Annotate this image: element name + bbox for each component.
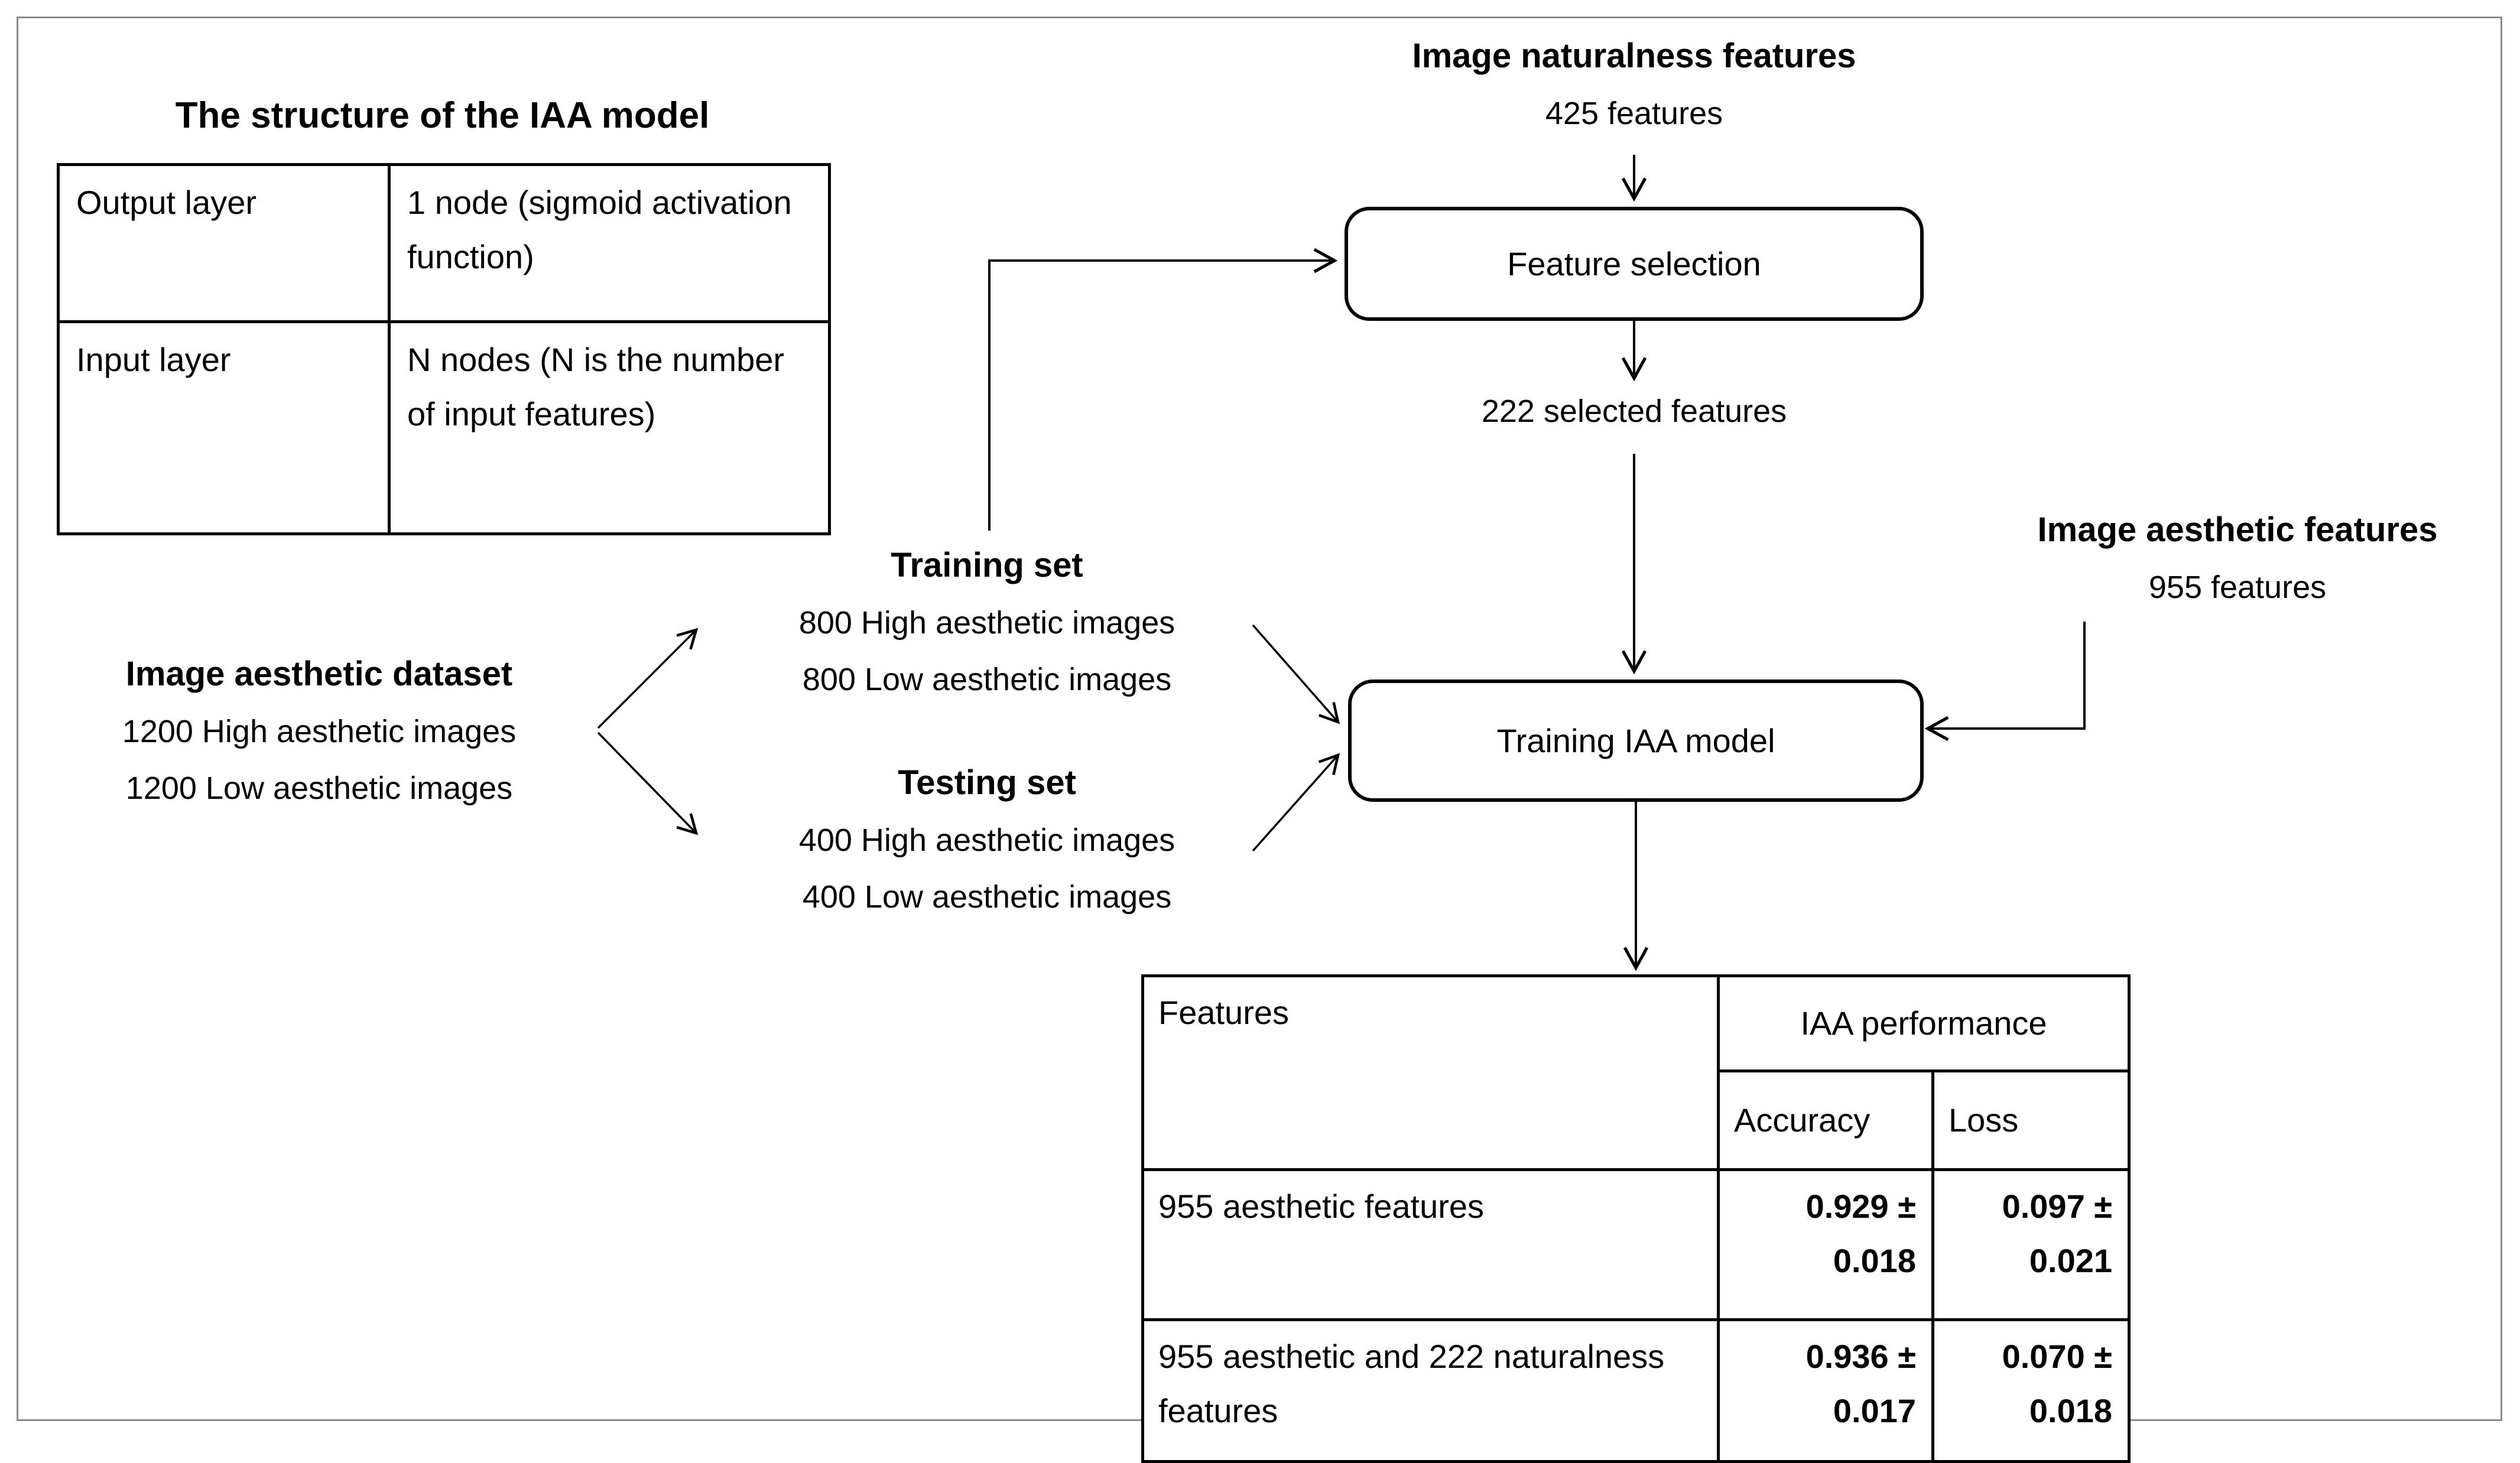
training-set-title: Training set [891,546,1083,584]
aesthetic-features-title: Image aesthetic features [2037,511,2438,549]
selected-features-label: 222 selected features [1481,394,1787,429]
testing-set-high: 400 High aesthetic images [798,822,1175,858]
training-set-high: 800 High aesthetic images [798,605,1175,641]
selected-features-block: 222 selected features [1309,383,1959,440]
aesthetic-dataset-block: Image aesthetic dataset 1200 High aesthe… [24,645,615,817]
results-row2-accuracy: 0.936 ± 0.017 [1717,1318,1934,1463]
testing-set-title: Testing set [898,763,1076,802]
training-set-block: Training set 800 High aesthetic images 8… [697,537,1277,708]
feature-selection-label: Feature selection [1507,245,1761,282]
table-row: Features IAA performance [1141,974,2131,1171]
results-header-accuracy: Accuracy [1717,1069,1934,1171]
results-row2-loss: 0.070 ± 0.018 [1931,1318,2131,1463]
testing-set-low: 400 Low aesthetic images [802,879,1172,915]
results-header-loss: Loss [1931,1069,2131,1171]
results-row1-features: 955 aesthetic features [1141,1168,1720,1321]
table-row: Input layer N nodes (N is the number of … [57,320,831,535]
aesthetic-dataset-high: 1200 High aesthetic images [122,714,517,749]
naturalness-features-block: Image naturalness features 425 features [1280,27,1989,142]
aesthetic-features-block: Image aesthetic features 955 features [1942,501,2520,616]
structure-output-layer-label: Output layer [57,163,391,323]
training-iaa-model-label: Training IAA model [1496,722,1775,759]
results-header-performance: IAA performance [1716,974,2131,1073]
structure-output-layer-value: 1 node (sigmoid activation function) [388,163,831,323]
naturalness-features-title: Image naturalness features [1412,37,1856,75]
structure-table: Output layer 1 node (sigmoid activation … [57,163,831,535]
aesthetic-dataset-title: Image aesthetic dataset [125,655,513,693]
results-row1-loss: 0.097 ± 0.021 [1931,1168,2131,1321]
feature-selection-node: Feature selection [1345,207,1924,321]
results-row2-features: 955 aesthetic and 222 naturalness featur… [1141,1318,1720,1463]
structure-table-title: The structure of the IAA model [175,95,710,136]
table-row: Output layer 1 node (sigmoid activation … [57,163,831,323]
results-table: Features IAA performance Accuracy Loss 9… [1141,974,2131,1463]
structure-input-layer-label: Input layer [57,320,391,535]
structure-input-layer-value: N nodes (N is the number of input featur… [388,320,831,535]
table-row: 955 aesthetic and 222 naturalness featur… [1141,1318,2131,1463]
results-row1-accuracy: 0.929 ± 0.018 [1717,1168,1934,1321]
training-set-low: 800 Low aesthetic images [802,662,1172,697]
results-header-features: Features [1141,974,1720,1171]
aesthetic-dataset-low: 1200 Low aesthetic images [125,770,513,806]
testing-set-block: Testing set 400 High aesthetic images 40… [697,754,1277,925]
aesthetic-features-count: 955 features [2148,570,2327,605]
table-row: 955 aesthetic features 0.929 ± 0.018 0.0… [1141,1168,2131,1321]
table-row: Accuracy Loss [1143,1069,2131,1171]
training-iaa-model-node: Training IAA model [1348,680,1924,802]
naturalness-features-count: 425 features [1545,96,1723,131]
